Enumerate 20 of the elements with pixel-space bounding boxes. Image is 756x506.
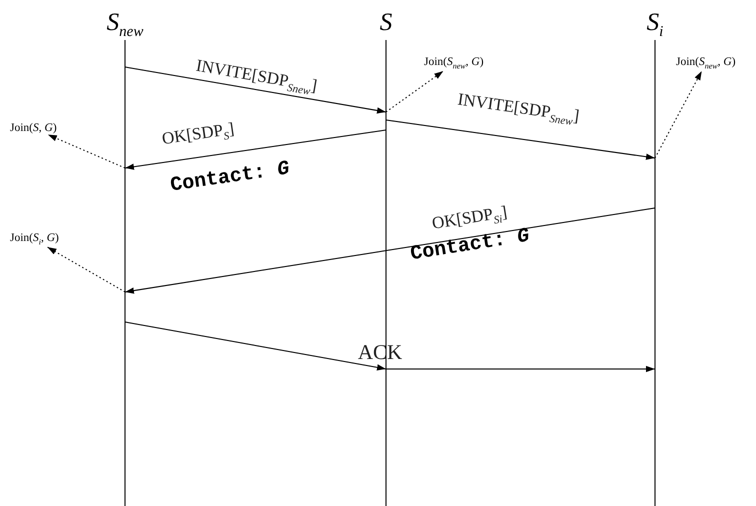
dotted-arrow (46, 246, 126, 292)
participant-label: S$_{i}$ (646, 10, 664, 40)
join-label: Join(S$_{i}$, G) (10, 232, 59, 248)
dotted-arrow (386, 70, 444, 112)
message-arrow (386, 366, 656, 372)
message-arrow (386, 120, 656, 160)
join-label: Join(S$_{new}$, G) (424, 56, 484, 72)
dotted-arrow (654, 70, 702, 158)
message-arrow (124, 322, 386, 370)
participant-label: S (380, 10, 392, 35)
dotted-arrow (47, 134, 126, 168)
join-label: Join(S$_{new}$, G) (676, 56, 736, 72)
message-label: INVITE[SDP$_{S}$$_{new}$] (456, 90, 580, 130)
participant-label: S$_{new}$ (106, 10, 144, 40)
contact-header: Contact: G (169, 159, 291, 197)
message-arrow (124, 208, 656, 294)
message-label: INVITE[SDP$_{S}$$_{new}$] (194, 57, 318, 99)
message-arrow (124, 66, 386, 114)
join-label: Join(S, G) (10, 122, 57, 135)
message-arrow (124, 130, 386, 170)
